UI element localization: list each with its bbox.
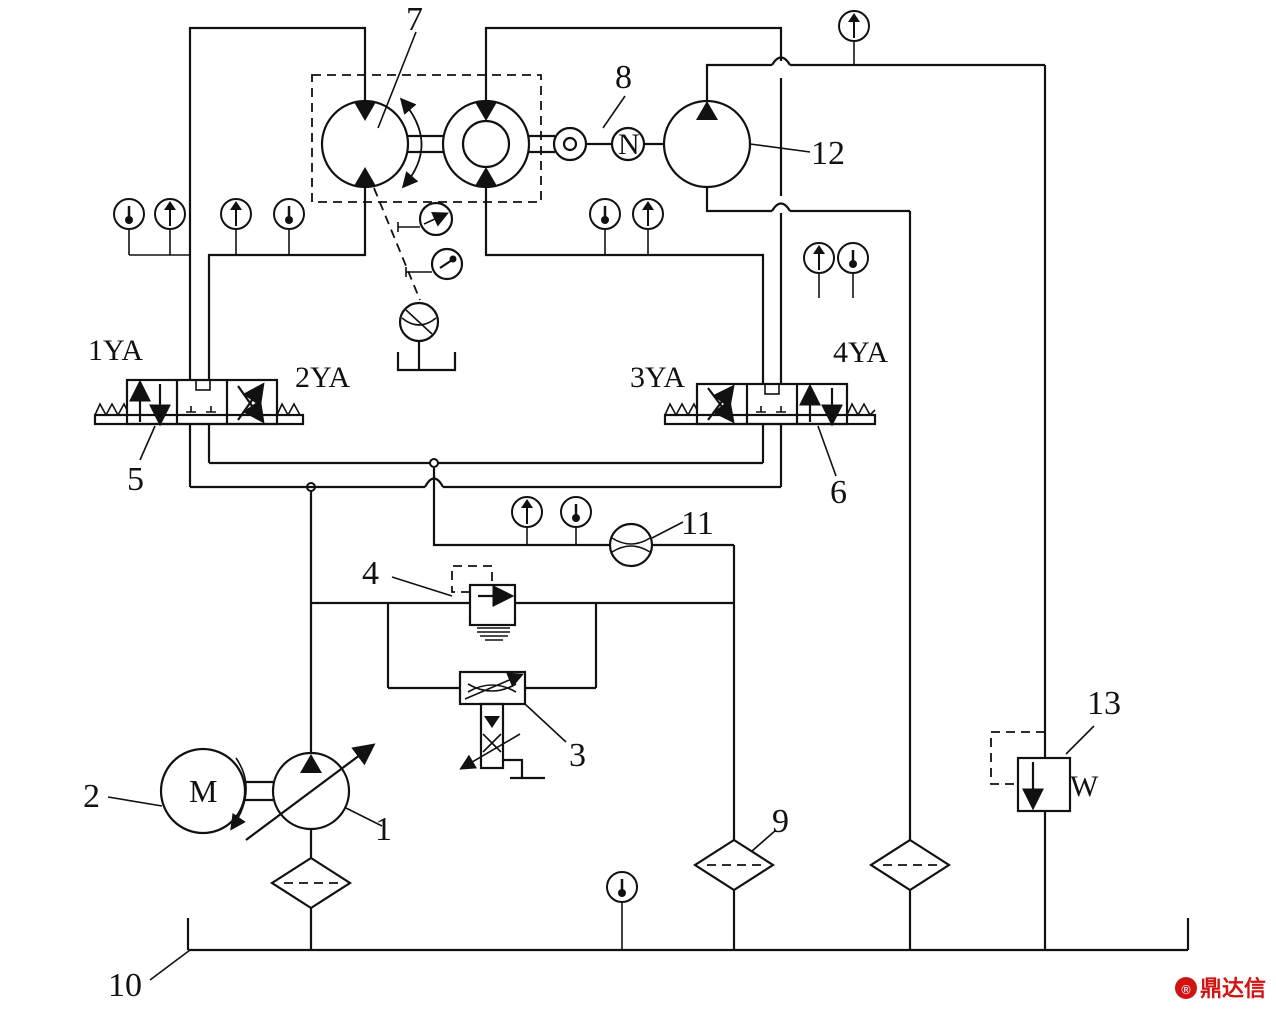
suction-filter xyxy=(269,829,353,950)
speed-gauge-icon xyxy=(397,201,454,237)
thermometer-icon xyxy=(272,197,306,231)
reservoir-10 xyxy=(149,918,1190,981)
load-pump-12 xyxy=(662,99,811,189)
spring-symbol: W xyxy=(1070,770,1099,803)
label-13: 13 xyxy=(1087,685,1121,722)
label-9: 9 xyxy=(772,803,789,840)
solenoid-1ya: 1YA xyxy=(88,334,143,367)
directional-valve-5 xyxy=(93,378,305,461)
flowmeter-11 xyxy=(608,521,684,568)
pressure-gauge-icon xyxy=(220,198,252,230)
label-8: 8 xyxy=(615,59,632,96)
label-4: 4 xyxy=(362,555,379,592)
filter-9 xyxy=(692,829,777,950)
thermometer-icon xyxy=(588,197,622,231)
pressure-gauge-icon xyxy=(838,10,870,42)
motor-2 xyxy=(107,747,273,835)
pressure-gauge-icon xyxy=(803,242,835,274)
label-10: 10 xyxy=(108,967,142,1004)
test-pump-motor-7 xyxy=(311,31,542,203)
watermark-text: 鼎达信 xyxy=(1200,976,1266,1002)
solenoid-4ya: 4YA xyxy=(833,336,888,369)
solenoid-2ya: 2YA xyxy=(295,361,350,394)
label-5: 5 xyxy=(127,461,144,498)
torque-gauge-icon xyxy=(405,247,464,281)
pump-1 xyxy=(245,743,383,841)
label-2: 2 xyxy=(83,778,100,815)
label-1: 1 xyxy=(375,811,392,848)
thermometer-icon xyxy=(112,197,146,231)
thermometer-icon xyxy=(605,870,639,904)
sensor-symbol: N xyxy=(618,128,640,161)
solenoid-3ya: 3YA xyxy=(630,361,685,394)
pressure-gauge-icon xyxy=(154,198,186,230)
drain-meter-icon xyxy=(396,301,457,372)
pressure-gauge-icon xyxy=(632,198,664,230)
label-3: 3 xyxy=(569,737,586,774)
label-11: 11 xyxy=(681,505,714,542)
svg-text:®: ® xyxy=(1180,983,1192,997)
relief-valve-4 xyxy=(391,565,517,641)
label-6: 6 xyxy=(830,474,847,511)
return-filter xyxy=(868,838,952,950)
thermometer-icon xyxy=(559,495,593,529)
directional-valve-6 xyxy=(663,382,877,477)
coupling-icon xyxy=(552,126,588,162)
motor-symbol: M xyxy=(189,773,217,809)
thermometer-icon xyxy=(836,241,870,275)
watermark: ® 鼎达信 xyxy=(1175,976,1266,1002)
label-12: 12 xyxy=(811,135,845,172)
throttle-valve-3 xyxy=(458,670,567,780)
pressure-gauge-icon xyxy=(511,496,543,528)
label-7: 7 xyxy=(406,1,423,38)
